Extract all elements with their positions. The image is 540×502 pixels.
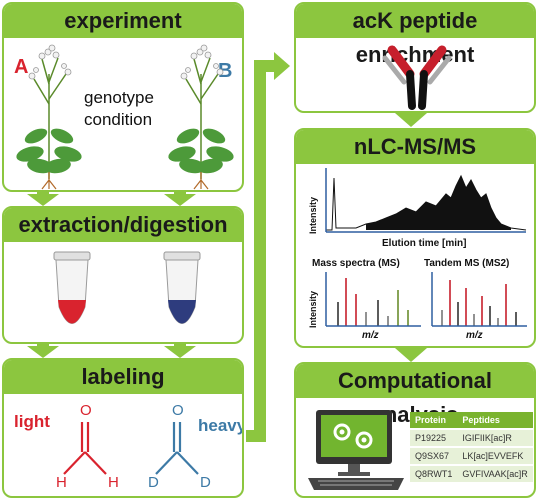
- heavy-oxygen: O: [172, 402, 184, 419]
- nlc-msms-panel: nLC-MS/MS Intensity Elution time [min] M…: [294, 128, 536, 348]
- protein-column-header: Protein: [410, 412, 458, 429]
- ms2-xlabel: m/z: [466, 330, 483, 341]
- sample-a-label: A: [14, 56, 29, 78]
- formaldehyde-heavy-structure: [155, 422, 199, 475]
- peptide-table: Protein Peptides P19225 IGIFIIK[ac]R Q9S…: [410, 412, 533, 482]
- tube-b-icon: [163, 251, 201, 324]
- ms-ylabel: Intensity: [308, 290, 318, 328]
- computational-panel: Computational analysis Protein Peptides: [294, 362, 536, 498]
- experiment-title: experiment: [4, 4, 242, 38]
- table-row: P19225 IGIFIIK[ac]R: [410, 428, 533, 447]
- genotype-text: genotype: [84, 88, 154, 107]
- light-label: light: [14, 412, 50, 431]
- nlc-msms-title: nLC-MS/MS: [296, 130, 534, 164]
- peptides-column-header: Peptides: [457, 412, 533, 429]
- protein-cell: Q9SX67: [410, 446, 458, 465]
- computer-icon: [308, 410, 404, 490]
- experiment-panel: experiment A B genotype condition: [2, 2, 244, 192]
- peptide-cell: GVFIVAAK[ac]R: [457, 464, 533, 482]
- enrichment-panel: acK peptide enrichment: [294, 2, 536, 113]
- peptide-cell: LK[ac]EVVEFK: [457, 446, 533, 465]
- extraction-title: extraction/digestion: [4, 208, 242, 242]
- tube-a-icon: [53, 251, 91, 324]
- condition-text: condition: [84, 110, 153, 129]
- protein-cell: Q8RWT1: [410, 464, 458, 482]
- light-oxygen: O: [80, 402, 92, 419]
- light-hydrogen-right: H: [108, 474, 119, 491]
- computational-title: Computational analysis: [296, 364, 534, 427]
- sample-b-label: B: [218, 60, 233, 82]
- labeling-panel: labeling light heavy O H H O D D: [2, 358, 244, 498]
- chromatogram-plot: [325, 168, 527, 233]
- peptide-cell: IGIFIIK[ac]R: [457, 428, 533, 447]
- plant-b-icon: [168, 44, 234, 190]
- chromatogram-ylabel: Intensity: [308, 196, 318, 234]
- light-hydrogen-left: H: [56, 474, 67, 491]
- heavy-deuterium-right: D: [200, 474, 211, 491]
- formaldehyde-light-structure: [63, 422, 107, 475]
- extraction-panel: extraction/digestion: [2, 206, 244, 344]
- labeling-title: labeling: [4, 360, 242, 394]
- heavy-label: heavy: [198, 416, 244, 435]
- table-row: Q9SX67 LK[ac]EVVEFK: [410, 446, 533, 465]
- ms-spectrum-plot: [325, 272, 421, 327]
- table-header-row: Protein Peptides: [410, 412, 533, 429]
- ms-title: Mass spectra (MS): [312, 258, 400, 269]
- ms2-spectrum-plot: [431, 272, 527, 327]
- ms-xlabel: m/z: [362, 330, 379, 341]
- plant-a-icon: [16, 44, 82, 190]
- protein-cell: P19225: [410, 428, 458, 447]
- heavy-deuterium-left: D: [148, 474, 159, 491]
- table-row: Q8RWT1 GVFIVAAK[ac]R: [410, 464, 533, 482]
- ms2-title: Tandem MS (MS2): [424, 258, 510, 269]
- enrichment-title: acK peptide enrichment: [296, 4, 534, 67]
- chromatogram-xlabel: Elution time [min]: [382, 238, 467, 249]
- antibody-icon: [382, 45, 452, 110]
